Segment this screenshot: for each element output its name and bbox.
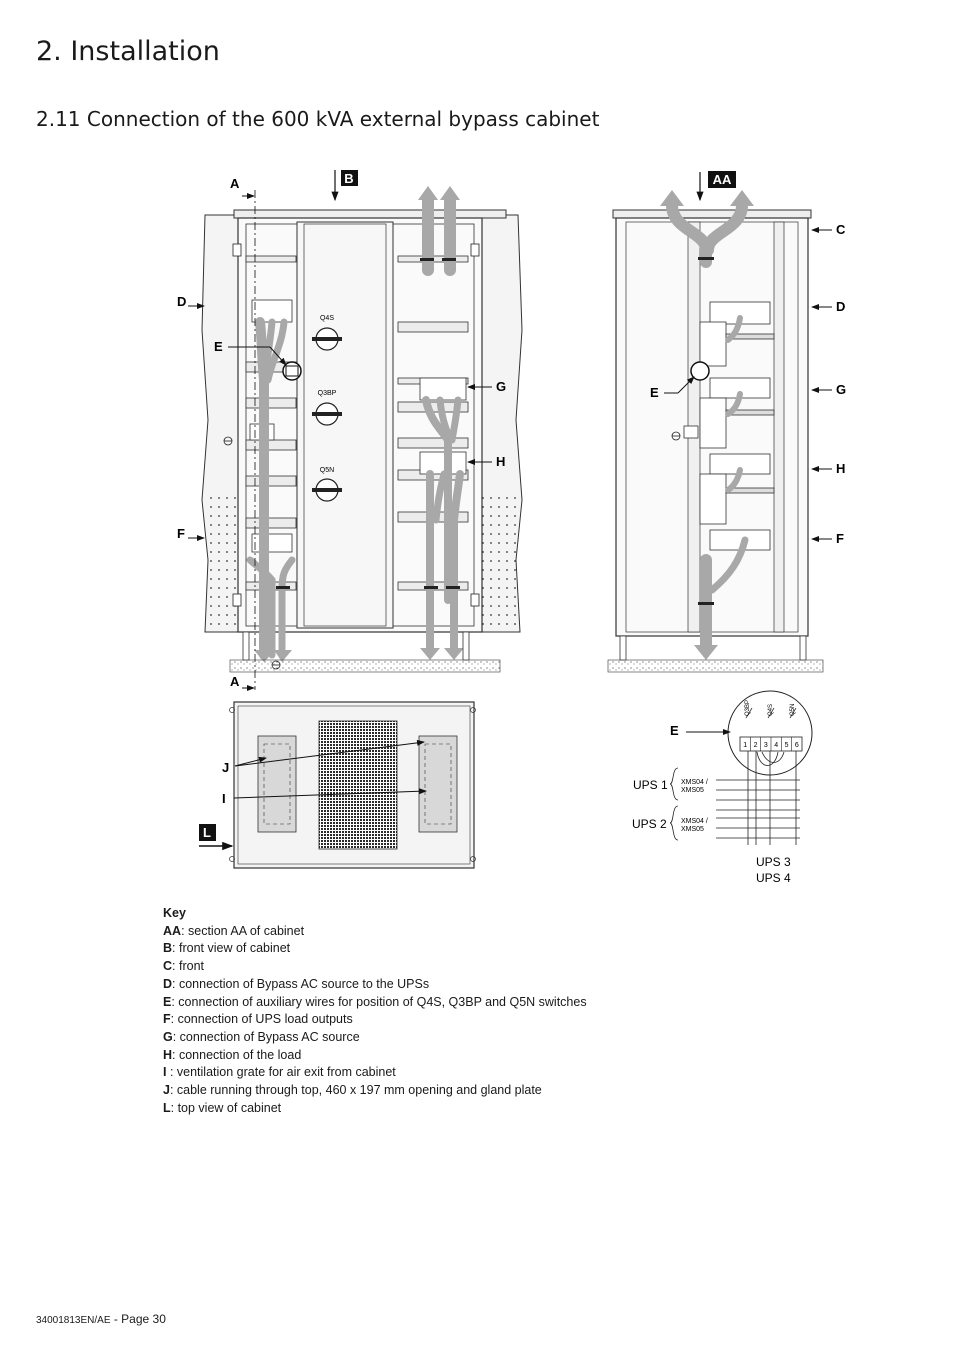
key-item-label: B (163, 941, 173, 956)
callouts-top: J I L (199, 739, 427, 851)
ups4-label: UPS 4 (756, 871, 791, 885)
key-item: H: connection of the load (163, 1047, 587, 1065)
page-number: - Page 30 (110, 1312, 166, 1326)
key-item: F: connection of UPS load outputs (163, 1011, 587, 1029)
terminal-number: 4 (774, 742, 778, 749)
switch-q4s: Q4S (312, 315, 342, 351)
callout-d-left: D (177, 294, 186, 309)
top-view (229, 701, 476, 869)
terminal-number: 5 (785, 742, 789, 749)
key-item-label: H (163, 1047, 173, 1062)
callout-h-front: H (496, 454, 505, 469)
callout-g-right: G (836, 382, 846, 397)
callout-c: C (836, 222, 846, 237)
callouts-front: A B D E G H F A (177, 170, 506, 691)
front-view: Q4S Q3BP Q5N (201, 186, 523, 690)
ups2-label: UPS 2 (632, 817, 667, 831)
callout-f-left: F (177, 526, 185, 541)
section-title: 2. Installation (36, 36, 220, 67)
key-item-label: AA (163, 923, 182, 938)
key-item: B: front view of cabinet (163, 940, 587, 958)
key-item: L: top view of cabinet (163, 1100, 587, 1118)
key-item-label: G (163, 1029, 173, 1044)
key-item-label: E (163, 994, 172, 1009)
terminal-number: 3 (764, 742, 768, 749)
callout-aa: AA (713, 172, 732, 187)
key-item-label: D (163, 976, 173, 991)
terminal-label-q5n: Q5N (790, 704, 796, 716)
callout-e-front: E (214, 339, 223, 354)
key-item-text: : connection of Bypass AC source to the … (172, 976, 430, 991)
callout-f-right: F (836, 531, 844, 546)
callout-b: B (344, 171, 353, 186)
key-item-text: : connection of the load (172, 1047, 302, 1062)
key-item-label: C (163, 959, 173, 974)
key-item-text: : front (172, 959, 204, 974)
key-item: J: cable running through top, 460 x 197 … (163, 1082, 587, 1100)
key-item-text: : ventilation grate for air exit from ca… (166, 1065, 396, 1080)
subsection-title: 2.11 Connection of the 600 kVA external … (36, 107, 600, 131)
key-item: I : ventilation grate for air exit from … (163, 1064, 587, 1082)
key-item: G: connection of Bypass AC source (163, 1029, 587, 1047)
key-item-text: : front view of cabinet (172, 941, 291, 956)
key-item-text: : top view of cabinet (170, 1100, 282, 1115)
key-item-label: F (163, 1012, 171, 1027)
callout-l-badge (199, 824, 216, 841)
switch-q3bp: Q3BP (312, 390, 342, 426)
key-item-text: : connection of UPS load outputs (170, 1012, 353, 1027)
xms-ups1-line2: XMS05 (681, 787, 704, 794)
switch-label-q5n: Q5N (320, 467, 334, 474)
ups3-label: UPS 3 (756, 855, 791, 869)
callouts-section: AA C D E G H F (650, 171, 846, 546)
key-item-label: L (163, 1100, 171, 1115)
callout-b-badge (341, 170, 358, 186)
ups1-label: UPS 1 (633, 778, 668, 792)
switch-q5n: Q5N (312, 467, 342, 502)
key-item-label: I (163, 1065, 167, 1080)
key-item: D: connection of Bypass AC source to the… (163, 976, 587, 994)
callout-h-right: H (836, 461, 845, 476)
callout-wiring: E (670, 723, 731, 738)
callout-i: I (222, 791, 226, 806)
doc-number: 34001813EN/AE (36, 1315, 111, 1326)
switch-label-q4s: Q4S (320, 315, 334, 322)
terminal-number: 2 (754, 742, 758, 749)
key-item: E: connection of auxiliary wires for pos… (163, 994, 587, 1012)
key-title: Key (163, 906, 186, 920)
cabinet-drawing: Q4S Q3BP Q5N (177, 170, 846, 885)
ventilation-grate (318, 720, 398, 850)
callout-e-section: E (650, 385, 659, 400)
key-item-text: : connection of Bypass AC source (172, 1029, 360, 1044)
xms-ups2-line1: XMS04 / (681, 818, 708, 825)
key-item-text: : connection of auxiliary wires for posi… (171, 994, 587, 1009)
callout-l: L (203, 825, 211, 840)
callout-a-top: A (230, 176, 240, 191)
key-item: C: front (163, 958, 587, 976)
page-footer: 34001813EN/AE - Page 30 (36, 1312, 166, 1326)
section-aa-view (607, 190, 824, 673)
callout-g-front: G (496, 379, 506, 394)
callout-j: J (222, 760, 229, 775)
terminal-label-q3bp: Q3BP (745, 700, 751, 716)
key-item-text: : section AA of cabinet (181, 923, 305, 938)
callout-e-wiring: E (670, 723, 679, 738)
callout-aa-badge (708, 171, 736, 188)
xms-ups2-line2: XMS05 (681, 826, 704, 833)
xms-ups1-line1: XMS04 / (681, 779, 708, 786)
switch-label-q3bp: Q3BP (318, 390, 337, 397)
terminal-label-q4s: Q4S (768, 704, 774, 716)
callout-a-bottom: A (230, 674, 240, 689)
terminal-number: 6 (795, 742, 799, 749)
key-item-label: J (163, 1083, 170, 1098)
key-item-text: : cable running through top, 460 x 197 m… (169, 1083, 542, 1098)
key-item: AA: section AA of cabinet (163, 923, 587, 941)
callout-d-right: D (836, 299, 845, 314)
terminal-number: 1 (743, 742, 747, 749)
